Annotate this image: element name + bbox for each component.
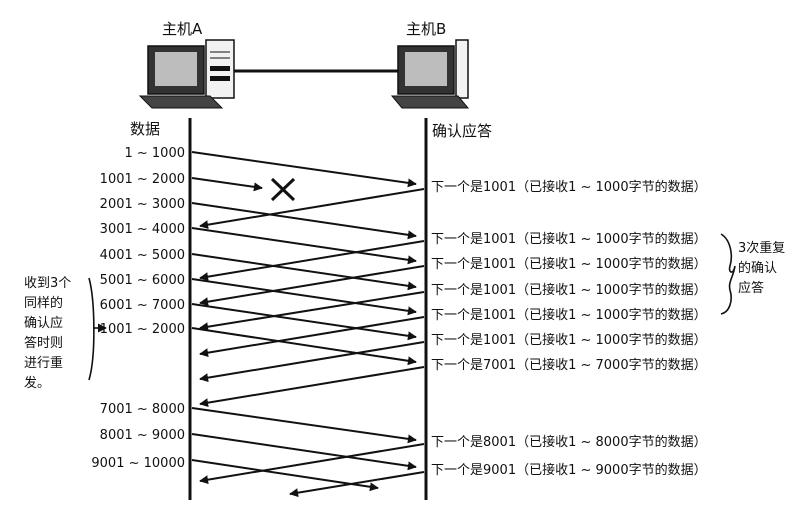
ack-arrow <box>199 366 425 408</box>
segment-label: 3001 ~ 4000 <box>100 222 185 237</box>
ack-column-header: 确认应答 <box>432 122 492 140</box>
ack-arrow <box>199 316 425 358</box>
host-b-computer-icon <box>390 39 470 109</box>
ack-label: 下一个是1001（已接收1 ~ 1000字节的数据） <box>431 282 707 298</box>
data-arrow <box>191 253 417 291</box>
annotation-line: 答时则 <box>24 335 63 351</box>
host-a-computer-icon <box>138 39 235 109</box>
annotation-line: 进行重 <box>24 355 63 371</box>
ack-label: 下一个是8001（已接收1 ~ 8000字节的数据） <box>431 434 707 450</box>
ack-label: 下一个是9001（已接收1 ~ 9000字节的数据） <box>431 462 707 478</box>
annotation-line: 确认应 <box>24 315 63 331</box>
ack-arrow <box>199 443 425 485</box>
host-b-label: 主机B <box>406 20 446 38</box>
segment-label: 1001 ~ 2000 <box>100 322 185 337</box>
data-arrow <box>191 202 417 240</box>
segment-label: 1001 ~ 2000 <box>100 172 185 187</box>
segment-label: 2001 ~ 3000 <box>100 197 185 212</box>
left-bracket <box>88 277 95 381</box>
segment-labels: 1 ~ 1000 1001 ~ 2000 2001 ~ 3000 3001 ~ … <box>91 146 185 471</box>
segment-label: 8001 ~ 9000 <box>100 428 185 443</box>
packet-lost-x-icon <box>270 177 296 202</box>
ack-label: 下一个是7001（已接收1 ~ 7000字节的数据） <box>431 357 707 373</box>
data-arrow <box>191 151 417 188</box>
annotation-line: 发。 <box>24 375 50 391</box>
data-arrows <box>191 151 417 492</box>
ack-label: 下一个是1001（已接收1 ~ 1000字节的数据） <box>431 332 707 348</box>
ack-arrow <box>199 265 425 307</box>
annotation-line: 3次重复 <box>738 240 785 256</box>
host-a-label: 主机A <box>162 20 203 38</box>
ack-arrow <box>199 240 425 282</box>
retransmit-annotation: 收到3个 同样的 确认应 答时则 进行重 发。 <box>24 276 71 391</box>
segment-label: 5001 ~ 6000 <box>100 273 185 288</box>
lost-data-arrow <box>191 177 263 192</box>
segment-label: 4001 ~ 5000 <box>100 248 185 263</box>
right-brace <box>720 233 736 315</box>
ack-arrow <box>199 291 425 332</box>
segment-label: 1 ~ 1000 <box>124 146 185 161</box>
ack-label: 下一个是1001（已接收1 ~ 1000字节的数据） <box>431 307 707 323</box>
segment-label: 9001 ~ 10000 <box>91 456 185 471</box>
ack-arrow <box>199 188 425 230</box>
data-arrow <box>191 433 417 471</box>
data-column-header: 数据 <box>130 120 160 138</box>
annotation-line: 同样的 <box>24 295 63 311</box>
annotation-line: 收到3个 <box>24 276 71 291</box>
annotation-line: 的确认 <box>738 260 777 276</box>
ack-arrows <box>199 188 425 498</box>
retransmit-arrow <box>191 327 417 366</box>
duplicate-ack-annotation: 3次重复 的确认 应答 <box>738 240 785 296</box>
data-arrow <box>191 227 417 265</box>
segment-label: 6001 ~ 7000 <box>100 298 185 313</box>
data-arrow <box>191 459 379 492</box>
ack-label: 下一个是1001（已接收1 ~ 1000字节的数据） <box>431 231 707 247</box>
annotation-line: 应答 <box>738 280 764 296</box>
segment-label: 7001 ~ 8000 <box>100 402 185 417</box>
data-arrow <box>191 278 417 316</box>
ack-arrow <box>289 471 425 498</box>
ack-labels: 下一个是1001（已接收1 ~ 1000字节的数据） 下一个是1001（已接收1… <box>431 179 707 478</box>
ack-arrow <box>199 341 425 383</box>
data-arrow <box>191 407 417 444</box>
ack-label: 下一个是1001（已接收1 ~ 1000字节的数据） <box>431 179 707 195</box>
ack-label: 下一个是1001（已接收1 ~ 1000字节的数据） <box>431 256 707 272</box>
data-arrow <box>191 303 417 341</box>
